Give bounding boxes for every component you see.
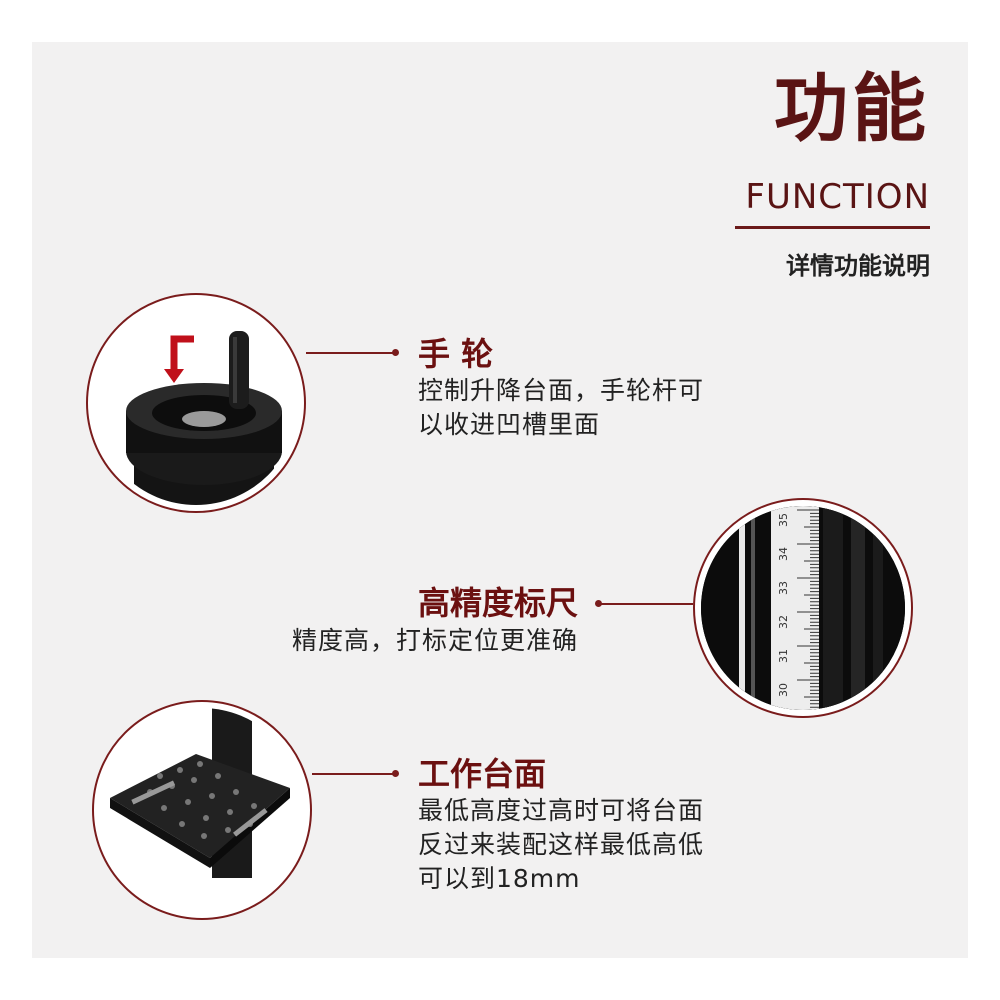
ruler-tick-label: 33 [777, 581, 790, 595]
ruler-image: 35 34 33 32 31 30 [693, 498, 913, 718]
page-caption: 详情功能说明 [786, 252, 930, 280]
handwheel-connector [306, 352, 394, 354]
feature-title-ruler: 高精度标尺 [417, 584, 578, 622]
feature-title-handwheel: 手 轮 [418, 335, 494, 373]
feature-desc-line: 以收进凹槽里面 [418, 410, 601, 439]
feature-desc-worktable: 最低高度过高时可将台面 反过来装配这样最低高低 可以到18mm [418, 794, 704, 896]
page-title: 功能 [774, 66, 930, 152]
ruler-tick-label: 35 [777, 513, 790, 527]
feature-desc-line: 精度高，打标定位更准确 [291, 626, 578, 655]
feature-desc-line: 反过来装配这样最低高低 [418, 830, 705, 859]
ruler-tick-label: 31 [777, 649, 790, 663]
ruler-connector-dot [595, 600, 602, 607]
handwheel-image [86, 293, 306, 513]
worktable-connector [312, 773, 394, 775]
feature-desc-line: 可以到18mm [418, 864, 581, 893]
subtitle-underline [735, 226, 930, 229]
ruler-ticks [797, 509, 819, 708]
feature-desc-line: 最低高度过高时可将台面 [418, 796, 705, 825]
ruler-tick-label: 32 [777, 615, 790, 629]
feature-desc-ruler: 精度高，打标定位更准确 [292, 624, 578, 658]
ruler-tick-label: 30 [777, 683, 790, 697]
feature-title-worktable: 工作台面 [418, 755, 547, 793]
handwheel-connector-dot [392, 349, 399, 356]
ruler-tick-label: 34 [777, 547, 790, 561]
feature-desc-line: 控制升降台面，手轮杆可 [418, 376, 705, 405]
page-subtitle: FUNCTION [745, 177, 930, 217]
worktable-connector-dot [392, 770, 399, 777]
ruler-connector [601, 603, 693, 605]
worktable-image [92, 700, 312, 920]
feature-desc-handwheel: 控制升降台面，手轮杆可 以收进凹槽里面 [418, 374, 704, 442]
